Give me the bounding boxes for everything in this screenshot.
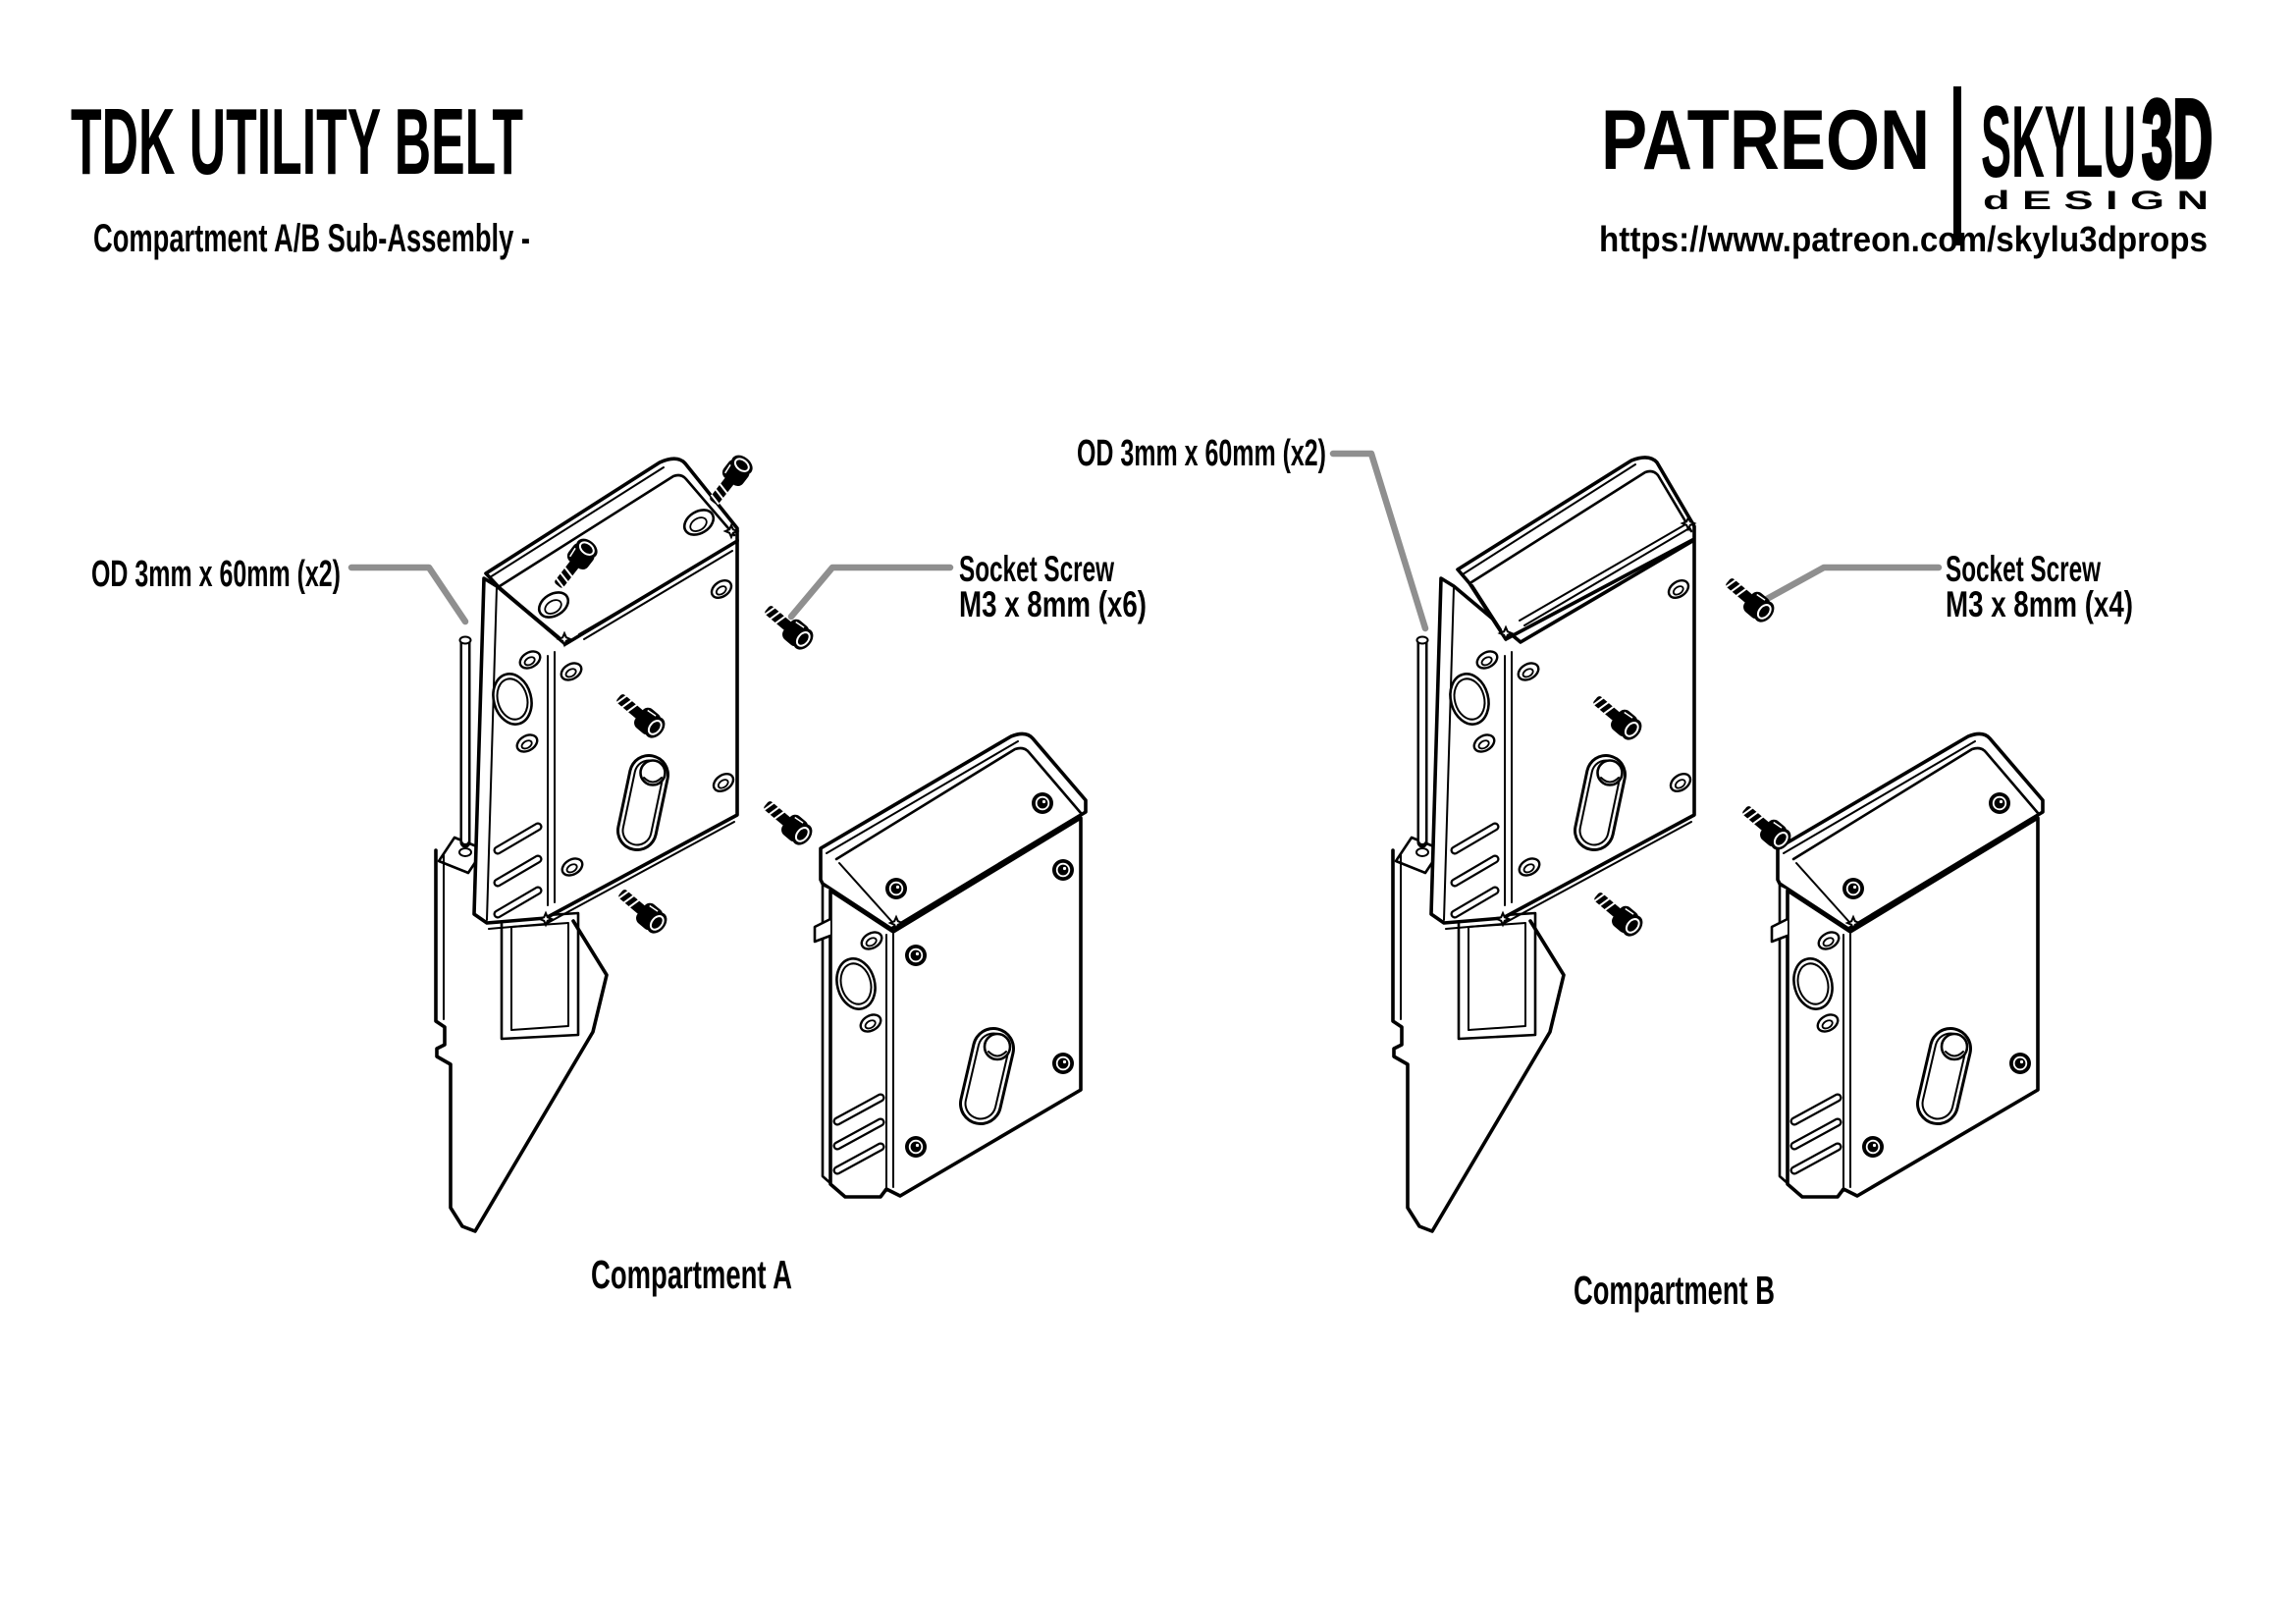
cover-drawing-b xyxy=(1770,731,2045,1199)
lid-drawing-b xyxy=(1456,456,1696,641)
caption-compartment-b: Compartment B xyxy=(1574,1268,1775,1313)
caption-compartment-a: Compartment A xyxy=(591,1252,792,1297)
cover-drawing-a xyxy=(813,731,1088,1199)
brand-patreon-logo: PATREON xyxy=(1601,93,1930,188)
socket-screw-icon xyxy=(612,882,672,939)
compartment-b-drawing: OD 3mm x 60mm (x2) Socket Screw M3 x 8mm… xyxy=(1077,433,2133,1313)
leader-line-od-b xyxy=(1329,450,1429,632)
label-socket-b-line1: Socket Screw xyxy=(1946,549,2101,589)
brand-url: https://www.patreon.com/skylu3dprops xyxy=(1599,219,2208,259)
label-od-b: OD 3mm x 60mm (x2) xyxy=(1077,433,1326,474)
lid-drawing-a xyxy=(484,457,739,646)
label-socket-a-line1: Socket Screw xyxy=(959,549,1114,589)
leader-line-socket-a xyxy=(787,564,954,621)
belt-clip-drawing-a xyxy=(434,836,609,1233)
brand-divider xyxy=(1953,86,1961,245)
page-title: TDK UTILITY BELT xyxy=(71,89,523,194)
installed-screw-icon xyxy=(1861,1135,1885,1159)
brand-3d-logo: 3D xyxy=(2142,78,2213,200)
installed-screw-icon xyxy=(904,944,928,967)
vent-slots-b-cover xyxy=(1789,1093,1842,1175)
pin-rod-a xyxy=(458,635,472,848)
vent-slots-b xyxy=(1450,822,1500,919)
installed-screw-icon xyxy=(904,1135,928,1159)
brand-design-label: d E S I G N xyxy=(1983,186,2209,215)
installed-screw-icon xyxy=(1031,791,1054,815)
socket-screw-icon xyxy=(758,598,819,655)
compartment-a-drawing: OD 3mm x 60mm (x2) Socket Screw M3 x 8mm… xyxy=(91,450,1147,1297)
socket-screw-icon xyxy=(757,793,818,850)
body-drawing-b xyxy=(1429,538,1696,930)
installed-screw-icon xyxy=(1051,858,1075,882)
vent-slots-a xyxy=(493,822,543,919)
pin-rod-b xyxy=(1415,635,1429,848)
label-socket-b-line2: M3 x 8mm (x4) xyxy=(1946,584,2133,624)
installed-screw-icon xyxy=(884,877,908,900)
installed-screw-icon xyxy=(1842,877,1865,900)
brand-skylu-logo: SKYLU xyxy=(1981,85,2136,199)
page-subtitle: Compartment A/B Sub-Assembly - xyxy=(93,217,530,260)
installed-screw-icon xyxy=(1988,791,2011,815)
installed-screw-icon xyxy=(1051,1052,1075,1075)
leader-line-od-a xyxy=(347,564,469,625)
leader-line-socket-b xyxy=(1763,564,1943,603)
vent-slots-a-cover xyxy=(832,1093,885,1175)
label-od-a: OD 3mm x 60mm (x2) xyxy=(91,554,341,595)
installed-screw-icon xyxy=(2008,1052,2032,1075)
label-socket-a-line2: M3 x 8mm (x6) xyxy=(959,584,1147,624)
socket-screw-icon xyxy=(1587,885,1648,942)
body-drawing-a xyxy=(472,538,739,930)
